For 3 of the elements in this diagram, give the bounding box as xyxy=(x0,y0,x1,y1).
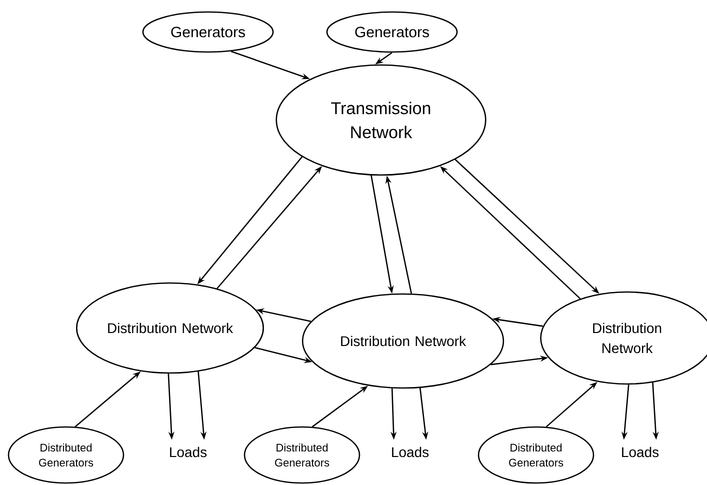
load-label: Loads xyxy=(392,446,429,458)
load-label: Loads xyxy=(622,446,659,458)
load-label: Loads xyxy=(170,446,207,458)
